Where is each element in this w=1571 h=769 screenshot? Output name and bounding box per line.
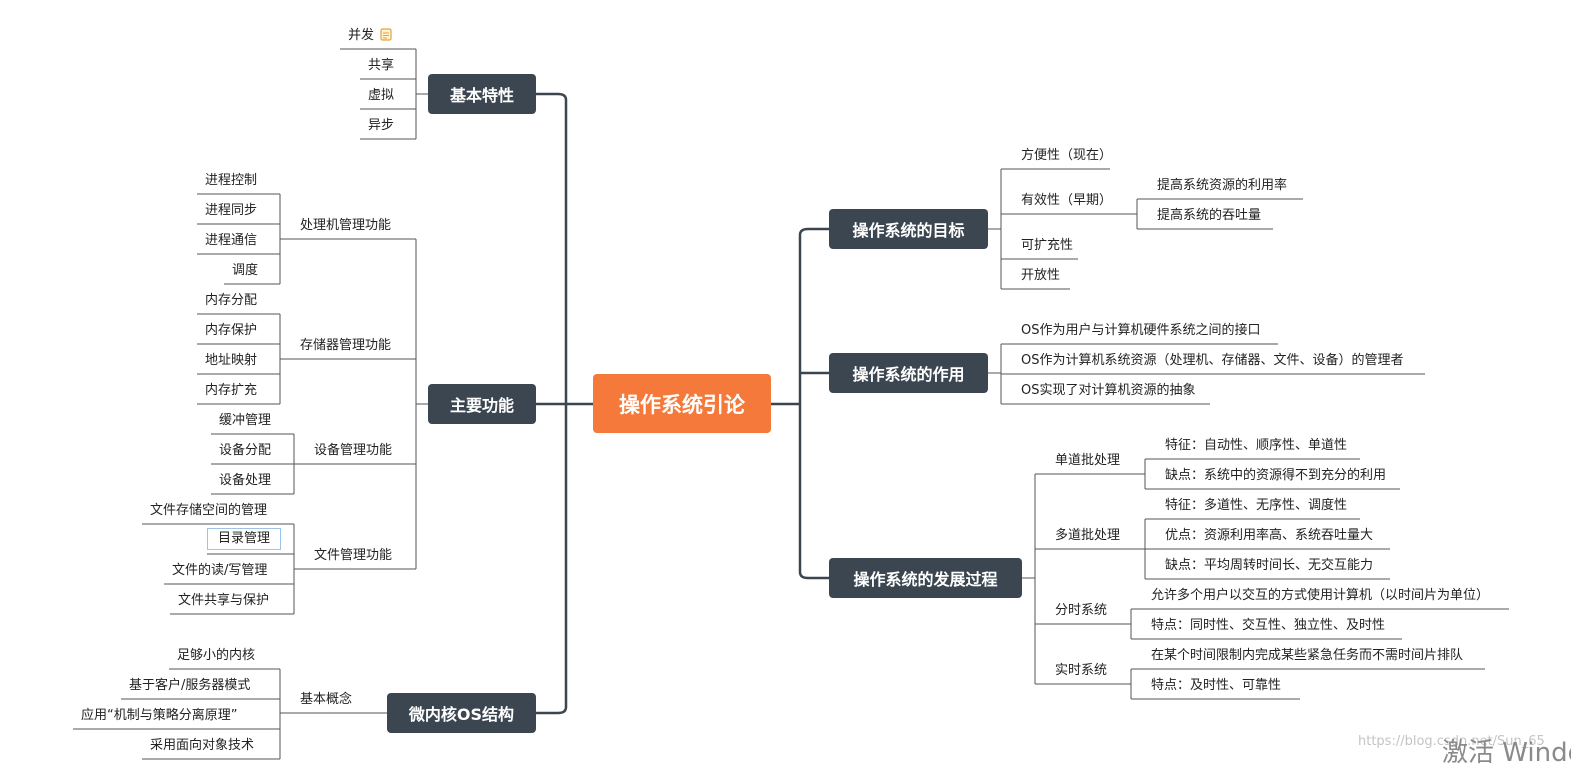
topic-basic-features[interactable]: 基本特性 [428,74,536,114]
leaf-process-comm[interactable]: 进程通信 [205,233,258,248]
leaf-multi-advantage[interactable]: 优点：资源利用率高、系统吞吐量大 [1165,528,1374,543]
leaf-ts-features[interactable]: 特点：同时性、交互性、独立性、及时性 [1151,618,1386,633]
leaf-mem-expand[interactable]: 内存扩充 [205,383,258,398]
leaf-multi-drawback[interactable]: 缺点：平均周转时间长、无交互能力 [1165,558,1374,573]
note-icon[interactable] [380,28,392,46]
leaf-role-interface[interactable]: OS作为用户与计算机硬件系统之间的接口 [1021,323,1261,338]
leaf-rt-features[interactable]: 特点：及时性、可靠性 [1151,678,1282,693]
leaf-directory-mgmt[interactable]: 目录管理 [207,528,282,550]
leaf-device-alloc[interactable]: 设备分配 [219,443,272,458]
leaf-sharing[interactable]: 共享 [368,58,395,73]
leaf-file-share[interactable]: 文件共享与保护 [178,593,270,608]
topic-roles[interactable]: 操作系统的作用 [829,353,988,393]
sub-basic-concept[interactable]: 基本概念 [300,692,353,707]
leaf-object-oriented[interactable]: 采用面向对象技术 [150,738,255,753]
leaf-buffer-mgmt[interactable]: 缓冲管理 [219,413,272,428]
leaf-single-drawback[interactable]: 缺点：系统中的资源得不到充分的利用 [1165,468,1387,483]
leaf-throughput[interactable]: 提高系统的吞吐量 [1157,208,1262,223]
leaf-role-abstraction[interactable]: OS实现了对计算机资源的抽象 [1021,383,1196,398]
leaf-resource-utilization[interactable]: 提高系统资源的利用率 [1157,178,1288,193]
activate-windows-text: 激活 Windo [1442,738,1571,768]
leaf-mem-protect[interactable]: 内存保护 [205,323,258,338]
sub-device[interactable]: 设备管理功能 [314,443,393,458]
topic-goals[interactable]: 操作系统的目标 [829,209,988,249]
sub-processor[interactable]: 处理机管理功能 [300,218,392,233]
sub-time-sharing[interactable]: 分时系统 [1055,603,1108,618]
leaf-client-server[interactable]: 基于客户/服务器模式 [129,678,251,693]
leaf-single-feature[interactable]: 特征：自动性、顺序性、单道性 [1165,438,1348,453]
leaf-file-storage[interactable]: 文件存储空间的管理 [150,503,268,518]
leaf-effectiveness[interactable]: 有效性（早期） [1021,193,1113,208]
leaf-addr-map[interactable]: 地址映射 [205,353,258,368]
leaf-async[interactable]: 异步 [368,118,395,133]
sub-file[interactable]: 文件管理功能 [314,548,393,563]
leaf-mem-alloc[interactable]: 内存分配 [205,293,258,308]
leaf-openness[interactable]: 开放性 [1021,268,1061,283]
leaf-mechanism-policy[interactable]: 应用“机制与策略分离原理” [81,708,238,723]
leaf-rt-deadline[interactable]: 在某个时间限制内完成某些紧急任务而不需时间片排队 [1151,648,1464,663]
leaf-ts-interactive[interactable]: 允许多个用户以交互的方式使用计算机（以时间片为单位） [1151,588,1490,603]
leaf-file-rw[interactable]: 文件的读/写管理 [172,563,268,578]
leaf-process-control[interactable]: 进程控制 [205,173,258,188]
leaf-extensibility[interactable]: 可扩充性 [1021,238,1074,253]
watermark-text: https://blog.csdn.net/Sun_65 [1358,734,1545,749]
connector-right-trunk [798,227,829,580]
root-topic[interactable]: 操作系统引论 [593,374,771,433]
leaf-device-handle[interactable]: 设备处理 [219,473,272,488]
topic-microkernel[interactable]: 微内核OS结构 [387,693,536,733]
leaf-small-kernel[interactable]: 足够小的内核 [177,648,256,663]
sub-multi-batch[interactable]: 多道批处理 [1055,528,1121,543]
topic-development[interactable]: 操作系统的发展过程 [829,558,1022,598]
leaf-role-manager[interactable]: OS作为计算机系统资源（处理机、存储器、文件、设备）的管理者 [1021,353,1404,368]
leaf-virtual[interactable]: 虚拟 [368,88,395,103]
sub-real-time[interactable]: 实时系统 [1055,663,1108,678]
leaf-scheduling[interactable]: 调度 [232,263,259,278]
leaf-label: 并发 [348,28,375,43]
leaf-process-sync[interactable]: 进程同步 [205,203,258,218]
leaf-concurrency[interactable]: 并发 [348,28,392,46]
leaf-multi-feature[interactable]: 特征：多道性、无序性、调度性 [1165,498,1348,513]
sub-memory[interactable]: 存储器管理功能 [300,338,392,353]
leaf-convenience[interactable]: 方便性（现在） [1021,148,1113,163]
topic-main-functions[interactable]: 主要功能 [428,384,536,424]
sub-single-batch[interactable]: 单道批处理 [1055,453,1121,468]
